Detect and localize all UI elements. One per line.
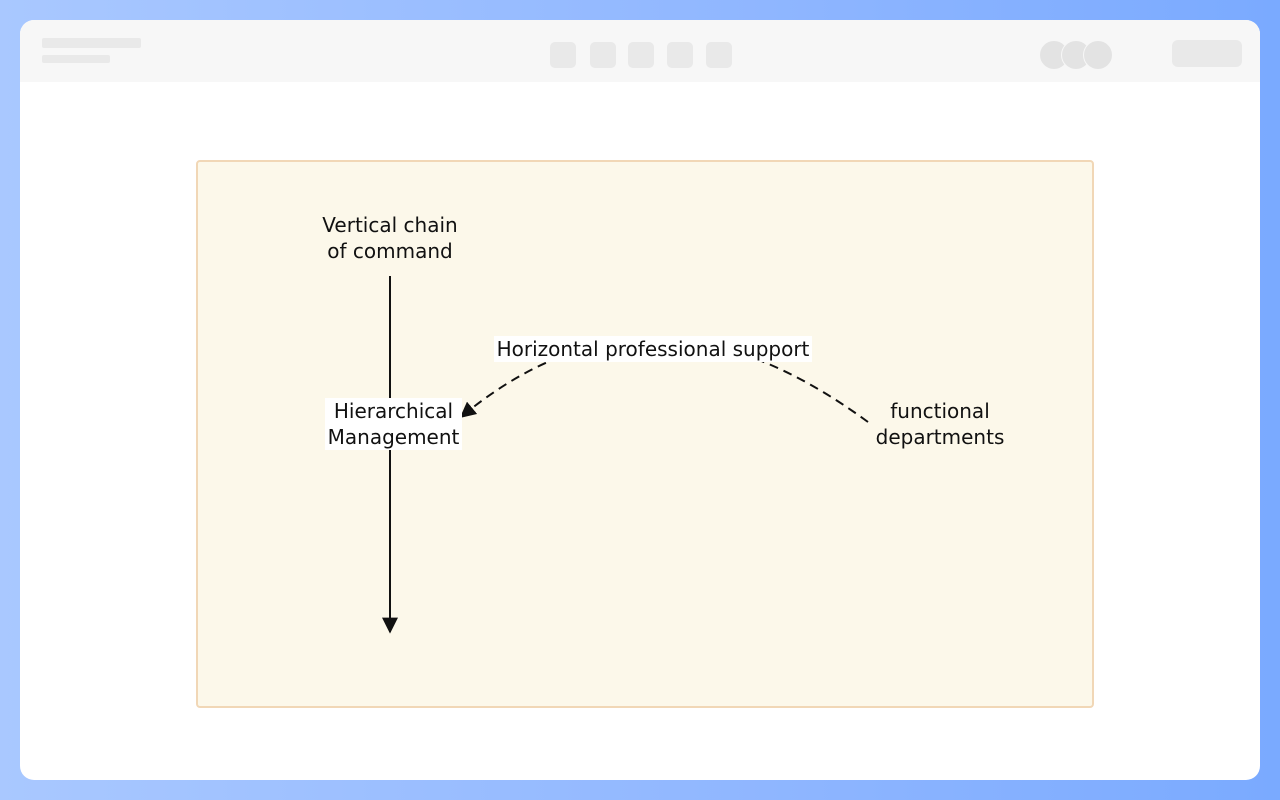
node-horizontal-professional-support: Horizontal professional support [494,336,812,362]
title-placeholder [42,38,141,48]
node-vertical-chain-of-command: Vertical chain of command [322,213,458,263]
diagram-canvas: Vertical chain of command Hierarchical M… [196,160,1094,708]
toolbar-button-4[interactable] [667,42,693,68]
share-button[interactable] [1172,40,1242,67]
node-functional-departments: functional departments [875,399,1005,449]
toolbar-button-1[interactable] [550,42,576,68]
toolbar-button-5[interactable] [706,42,732,68]
node-hierarchical-management: Hierarchical Management [325,398,462,450]
app-window: Vertical chain of command Hierarchical M… [20,20,1260,780]
top-toolbar [20,20,1260,82]
avatar-3[interactable] [1083,40,1113,70]
toolbar-button-3[interactable] [628,42,654,68]
toolbar-button-2[interactable] [590,42,616,68]
subtitle-placeholder [42,55,110,63]
